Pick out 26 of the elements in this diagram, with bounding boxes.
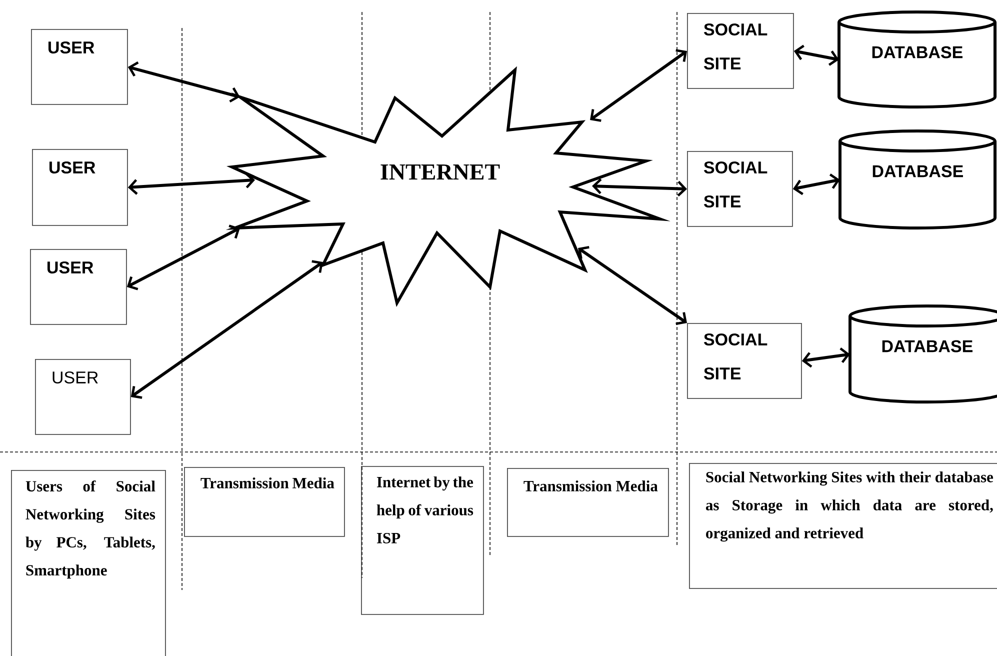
internet-starburst: INTERNET (226, 66, 670, 308)
user-box: USER (35, 359, 131, 435)
database-cylinder: DATABASE (838, 10, 996, 108)
site-box: SOCIAL SITE (687, 13, 794, 89)
arrow (792, 174, 840, 196)
arrow (592, 178, 687, 197)
user-box: USER (31, 29, 128, 105)
arrow (590, 49, 687, 122)
site-box: SOCIAL SITE (687, 151, 793, 227)
caption-box: Transmission Media (184, 467, 345, 537)
caption-box: Internet by the help of various ISP (361, 466, 484, 615)
site-box: SOCIAL SITE (687, 323, 802, 399)
caption-box: Transmission Media (507, 468, 669, 537)
arrow (130, 260, 323, 399)
caption-box: Social Networking Sites with their database as Storage in which data are stored, organized and retrieved (689, 463, 997, 589)
database-cylinder: DATABASE (838, 130, 996, 230)
user-box: USER (30, 249, 127, 325)
arrow (578, 246, 687, 326)
caption-box: Users of Social Networking Sites by PCs, Tablets, Smartphone (11, 470, 166, 656)
arrow (802, 348, 850, 368)
arrow (794, 44, 839, 66)
arrow (128, 172, 255, 195)
user-box: USER (32, 149, 128, 226)
arrow (126, 224, 240, 290)
database-cylinder: DATABASE (848, 304, 997, 404)
arrow (128, 61, 240, 103)
